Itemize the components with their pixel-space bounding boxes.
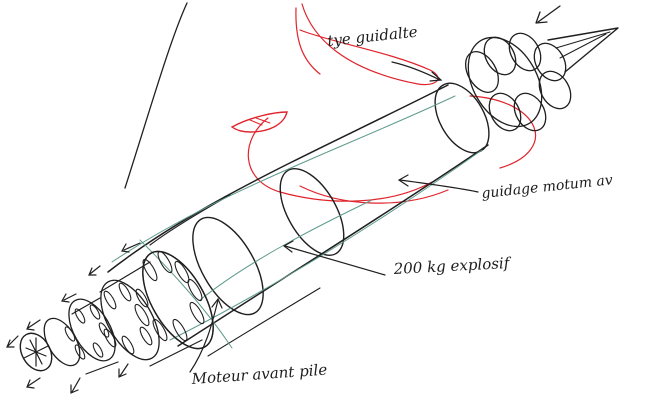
label-pointers [189, 61, 479, 373]
rear-motor-pointer [189, 299, 219, 373]
explosive-label: 200 kg explosif [392, 254, 512, 278]
explosive-pointer [284, 245, 386, 276]
exhaust-nozzle [19, 332, 53, 372]
rear-motor-label: Moteur avant pile [190, 361, 328, 389]
forward-motor-pointer [399, 179, 479, 193]
red-teardrop-mark [230, 111, 288, 133]
forward-motor-label: guidage motum av [481, 172, 614, 202]
guidance-head [464, 27, 619, 132]
green-guide-lines [111, 95, 483, 349]
rib-slots [64, 250, 205, 360]
stray-line [124, 2, 188, 189]
rocket-body [107, 84, 489, 357]
red-pencil-marks [230, 3, 537, 204]
nose-cone [547, 27, 619, 73]
guidance-head-pointer [391, 61, 441, 81]
thrust-arrows [6, 242, 141, 394]
top-right-arrow [535, 5, 561, 24]
guidance-head-label: tye guidalte [327, 23, 419, 50]
body-section-rings [142, 82, 490, 350]
